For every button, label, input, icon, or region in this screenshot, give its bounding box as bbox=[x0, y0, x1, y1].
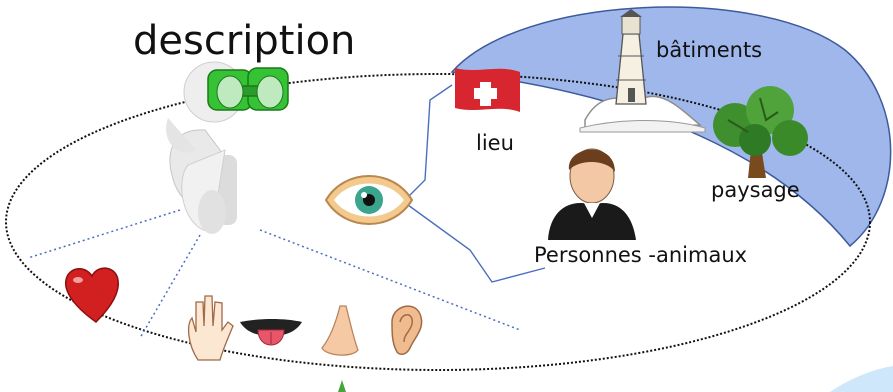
label-batiments: bâtiments bbox=[656, 38, 763, 62]
main-ellipse bbox=[5, 73, 871, 371]
diagram-title: description bbox=[133, 18, 356, 64]
swiss-flag-icon bbox=[455, 68, 520, 112]
small-leaf-icon bbox=[338, 380, 346, 392]
label-lieu: lieu bbox=[476, 131, 514, 155]
ear-icon bbox=[391, 305, 423, 355]
hand-icon bbox=[187, 295, 234, 361]
tree-icon bbox=[713, 86, 808, 178]
person-icon bbox=[548, 148, 636, 240]
heart-icon bbox=[64, 267, 120, 323]
label-personnes-animaux: Personnes -animaux bbox=[534, 243, 748, 267]
label-paysage: paysage bbox=[711, 178, 800, 202]
nose-icon bbox=[321, 305, 359, 356]
corner-arc bbox=[830, 366, 893, 392]
sense-connectors bbox=[27, 209, 521, 339]
eye-icon bbox=[324, 175, 414, 225]
eye-connectors bbox=[407, 84, 546, 283]
tongue-icon bbox=[240, 319, 302, 346]
binoculars-person-icon bbox=[166, 61, 289, 234]
lighthouse-icon bbox=[579, 9, 706, 133]
